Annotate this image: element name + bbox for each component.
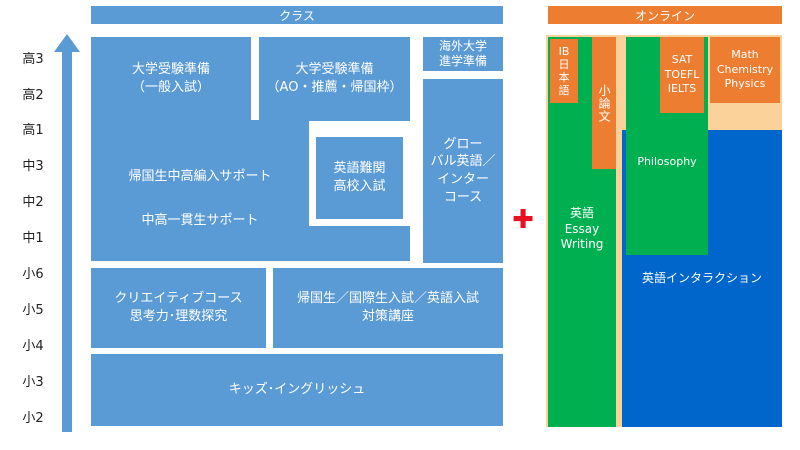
grade-label: 中2 <box>22 195 44 210</box>
interaction-label: 英語インタラクション <box>641 271 762 285</box>
returnee-support-label: 帰国生中高編入サポート <box>128 169 272 185</box>
grade-label: 高2 <box>22 88 44 103</box>
shoronbun-label: 小論文 <box>597 83 612 123</box>
sat-block: SAT TOEFL IELTS <box>660 37 704 113</box>
grade-label: 中1 <box>22 231 44 246</box>
class-header: クラス <box>91 6 503 24</box>
ib-japanese-block: IB 日 本 語 <box>550 39 578 103</box>
grade-arrow-icon <box>54 34 80 432</box>
online-header: オンライン <box>548 6 782 24</box>
grade-label: 中3 <box>22 159 44 174</box>
shoronbun-block: 小論文 <box>592 37 616 169</box>
creative-block: クリエイティブコース 思考力･理数探究 <box>91 268 266 348</box>
entrance-block: 帰国生／国際生入試／英語入試 対策講座 <box>273 268 503 348</box>
english-hs-block: 英語難関 高校入試 <box>316 137 403 219</box>
global-english-block: グロー バル英語／ インター コース <box>423 79 503 263</box>
returnee-region-right <box>309 226 410 261</box>
grade-label: 小2 <box>22 411 44 426</box>
univ-general-block: 大学受験準備 （一般入試） <box>131 62 210 95</box>
grade-label: 高1 <box>22 123 44 138</box>
kids-block: キッズ･イングリッシュ <box>91 354 503 426</box>
plus-icon: ✚ <box>512 205 534 235</box>
grade-label: 小4 <box>22 339 44 354</box>
grade-label: 小3 <box>22 375 44 390</box>
univ-ao-block: 大学受験準備 （AO・推薦・帰国枠） <box>259 37 410 121</box>
grade-label: 高3 <box>22 52 44 67</box>
essay-label: 英語 Essay Writing <box>560 206 604 252</box>
math-science-block: Math Chemistry Physics <box>710 37 780 103</box>
returnee-region-bg-lower <box>91 120 309 261</box>
grade-label: 小5 <box>22 303 44 318</box>
grade-label: 小6 <box>22 267 44 282</box>
integrated-support-label: 中高一貫生サポート <box>141 213 259 229</box>
overseas-block: 海外大学 進学準備 <box>423 37 503 71</box>
philosophy-label: Philosophy <box>637 155 697 168</box>
